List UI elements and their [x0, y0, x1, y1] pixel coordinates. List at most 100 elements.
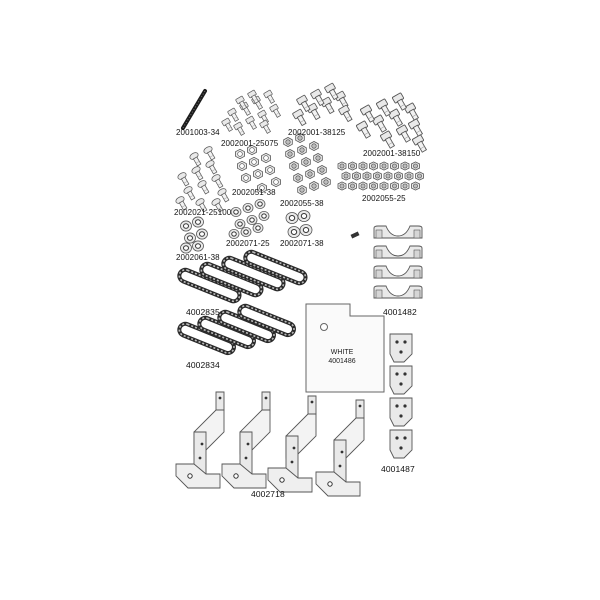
mounting-plate-icon: [389, 397, 413, 427]
lock-nut-icon: [348, 161, 357, 171]
lock-nut-icon: [285, 149, 295, 159]
hex-bolt-icon: [263, 89, 275, 104]
label-2002055-25: 2002055-25: [362, 194, 406, 203]
carriage-bolt-icon: [175, 196, 188, 211]
hex-bolt-icon: [221, 117, 233, 132]
hex-bolt-icon: [235, 95, 247, 110]
lock-nut-icon: [400, 161, 410, 171]
hex-nut-icon: [261, 152, 271, 164]
washer-icon: [297, 210, 311, 222]
threaded-rod-icon: [181, 89, 207, 130]
washer-icon: [228, 228, 240, 239]
hex-bolt-icon: [408, 118, 424, 137]
lock-nut-icon: [293, 173, 303, 183]
lock-nut-group-2055-25: [337, 161, 424, 191]
hex-bolt-group-38150: [356, 92, 428, 153]
carriage-bolt-icon: [177, 172, 190, 187]
hex-nut-icon: [247, 144, 257, 156]
lock-nut-icon: [289, 161, 299, 171]
label-2002021-25100: 2002021-25100: [174, 208, 232, 217]
label-4002718: 4002718: [251, 489, 285, 499]
white-panel: [305, 303, 385, 393]
label-2002061-38: 2002061-38: [176, 253, 220, 262]
lock-nut-icon: [337, 161, 347, 171]
lock-nut-icon: [297, 185, 307, 195]
washer-icon: [254, 198, 266, 209]
saddle-clamp-icon: [373, 225, 423, 239]
lock-nut-icon: [369, 181, 378, 191]
carriage-bolt-icon: [205, 160, 218, 175]
hex-bolt-icon: [392, 92, 408, 111]
label-4002835: 4002835: [186, 307, 220, 317]
hex-bolt-icon: [388, 108, 404, 127]
saddle-clamp-icon: [373, 285, 423, 299]
hex-nut-icon: [265, 164, 275, 176]
washer-icon: [285, 212, 299, 224]
mounting-plate-group: [389, 333, 413, 459]
washer-icon: [196, 228, 208, 240]
mounting-plate-icon: [389, 365, 413, 395]
lock-nut-icon: [415, 171, 424, 181]
lock-nut-icon: [358, 181, 368, 191]
hex-bolt-icon: [404, 102, 420, 121]
hex-bolt-icon: [233, 121, 245, 136]
hex-bolt-icon: [296, 94, 311, 113]
hex-nut-icon: [257, 182, 267, 194]
hex-bolt-icon: [310, 88, 325, 107]
carriage-bolt-icon: [217, 188, 230, 203]
lock-nut-icon: [309, 181, 319, 191]
lock-nut-icon: [383, 171, 393, 181]
washer-icon: [246, 214, 258, 225]
hex-bolt-icon: [292, 108, 307, 127]
hex-bolt-icon: [334, 90, 349, 109]
chain-icon: [237, 303, 296, 338]
washer-group-2071-38: [285, 210, 313, 238]
lock-nut-icon: [309, 141, 319, 151]
lock-nut-icon: [411, 161, 420, 171]
chain-icon: [243, 249, 308, 286]
hex-bolt-icon: [396, 124, 412, 143]
hex-bolt-group-25075: [221, 89, 281, 136]
lock-nut-icon: [297, 145, 307, 155]
carriage-bolt-icon: [211, 198, 224, 213]
hex-nut-icon: [249, 156, 259, 168]
hex-bolt-icon: [320, 96, 335, 115]
label-2002001-38150: 2002001-38150: [363, 149, 421, 158]
label-4001482: 4001482: [383, 307, 417, 317]
hex-bolt-icon: [245, 115, 257, 130]
label-2002055-38: 2002055-38: [280, 199, 324, 208]
lock-nut-icon: [321, 177, 331, 187]
lock-nut-icon: [348, 181, 357, 191]
washer-icon: [234, 218, 246, 229]
carriage-bolt-icon: [203, 146, 216, 161]
lock-nut-icon: [404, 171, 414, 181]
label-4002834: 4002834: [186, 360, 220, 370]
chain-group-4002834: [177, 303, 296, 356]
washer-group-2071-25: [228, 198, 270, 239]
washer-icon: [230, 206, 242, 217]
washer-icon: [180, 242, 192, 254]
panel-label-number: 4001486: [328, 358, 356, 365]
washer-icon: [252, 222, 264, 233]
z-bracket-group: [175, 391, 365, 497]
lock-nut-icon: [317, 165, 327, 175]
lock-nut-icon: [394, 171, 403, 181]
mounting-plate-icon: [389, 429, 413, 459]
label-2002071-25: 2002071-25: [226, 239, 270, 248]
carriage-bolt-icon: [191, 166, 204, 181]
washer-icon: [299, 224, 313, 236]
saddle-clamp-icon: [373, 265, 423, 279]
hex-nut-icon: [237, 160, 247, 172]
lock-nut-icon: [341, 171, 351, 181]
washer-icon: [184, 232, 196, 244]
lock-nut-icon: [411, 181, 420, 191]
washer-icon: [240, 226, 252, 237]
washer-group-2061: [180, 216, 208, 254]
lock-nut-icon: [362, 171, 372, 181]
label-4001487: 4001487: [381, 464, 415, 474]
z-bracket-icon: [315, 399, 365, 497]
hex-bolt-icon: [227, 107, 239, 122]
carriage-bolt-icon: [195, 198, 208, 213]
z-bracket-icon: [175, 391, 225, 489]
